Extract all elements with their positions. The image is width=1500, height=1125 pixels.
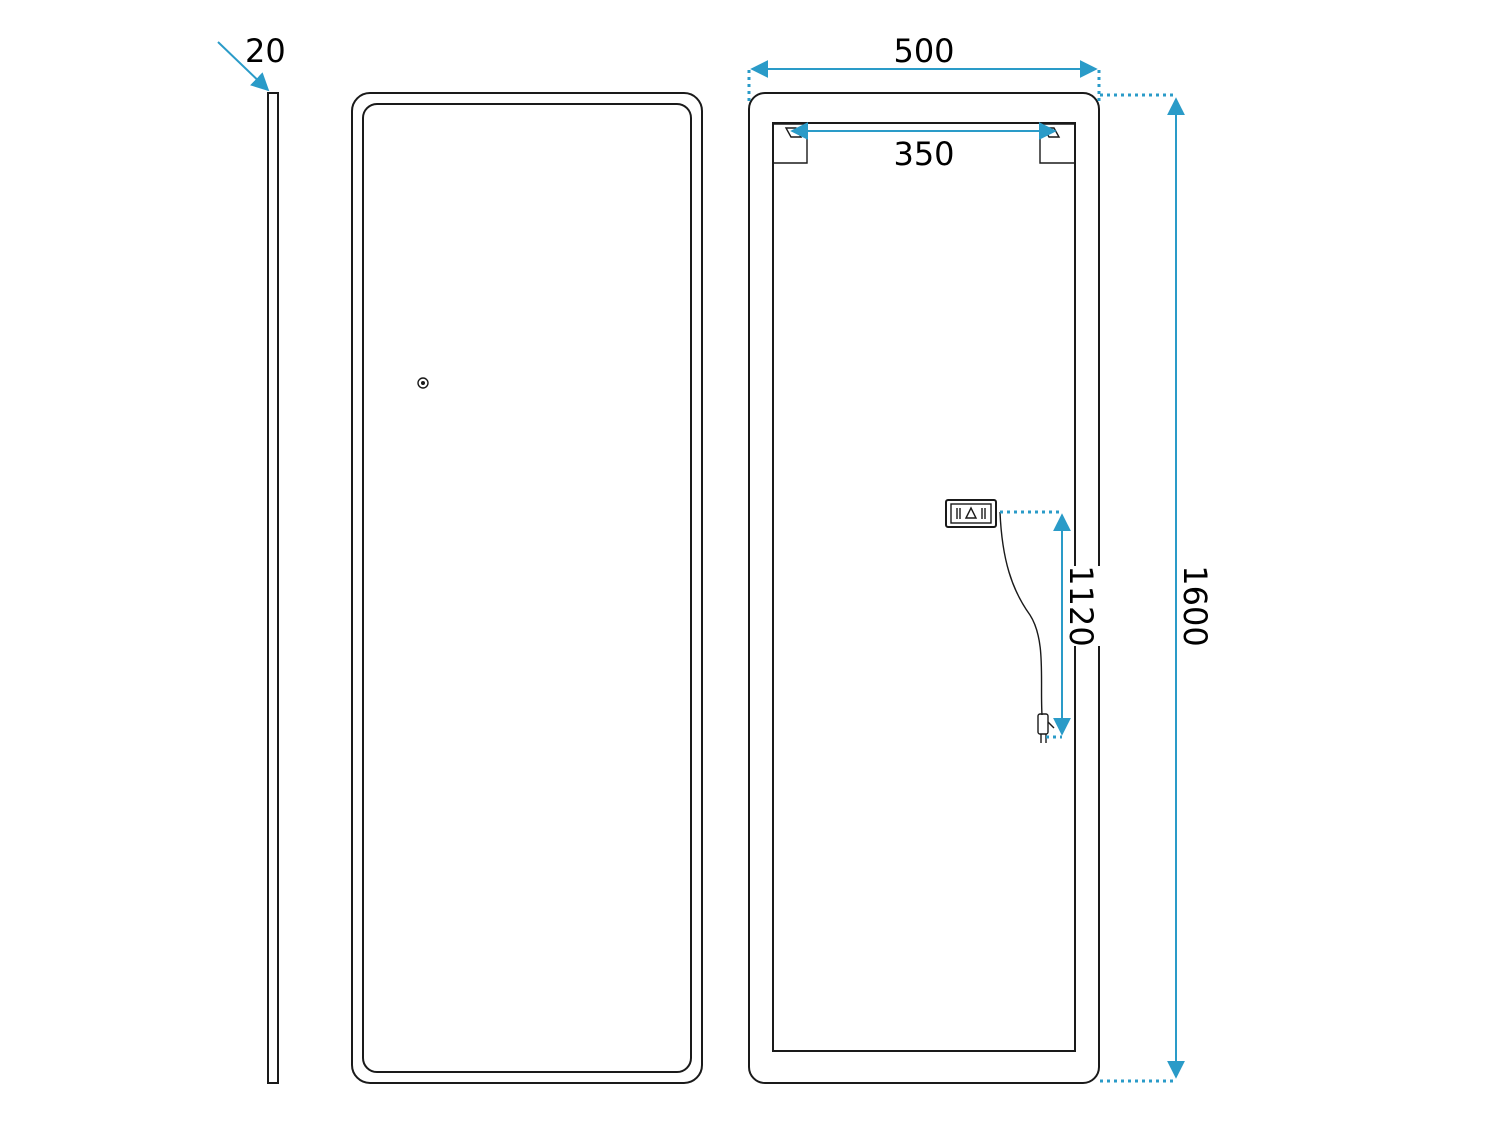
side-profile: [267, 92, 279, 1084]
hanger-spacing-dimension: 350: [790, 122, 1057, 173]
switch-box-icon: [945, 499, 997, 528]
front-view: [351, 92, 703, 1084]
back-panel: [772, 122, 1076, 1052]
width-label: 500: [893, 32, 954, 70]
thickness-label: 20: [245, 32, 286, 70]
power-plug-icon: [1037, 713, 1055, 743]
height-label: 1600: [1176, 565, 1214, 646]
hanger-bracket-left: [774, 123, 808, 164]
front-mirror-inner: [362, 103, 692, 1073]
thickness-pointer: [217, 41, 270, 92]
switch-height-label: 1120: [1062, 565, 1100, 646]
front-frame-outer: [351, 92, 703, 1084]
touch-sensor-icon: [417, 377, 429, 389]
side-view: 20: [217, 32, 286, 1084]
back-view: [748, 92, 1100, 1084]
switch-height-dimension: 1120: [1000, 510, 1100, 739]
power-cable: [999, 511, 1043, 716]
height-dimension: 1600: [1100, 93, 1214, 1083]
hanger-spacing-label: 350: [893, 135, 954, 173]
width-dimension: 500: [747, 32, 1101, 103]
hanger-bracket-right: [1039, 123, 1074, 164]
back-frame-outer: [748, 92, 1100, 1084]
